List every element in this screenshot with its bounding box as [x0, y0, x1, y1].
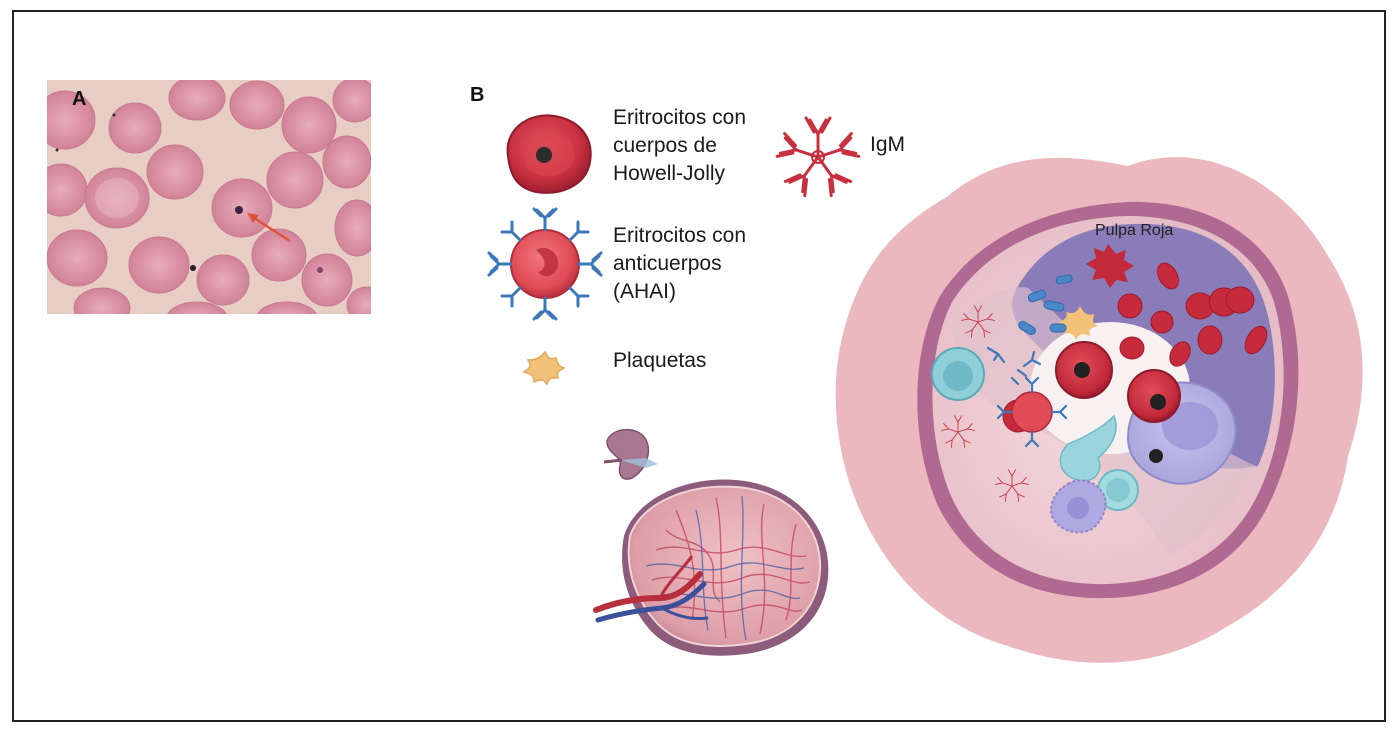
platelet-icon [522, 350, 566, 386]
platelet-label: Plaquetas [613, 349, 707, 372]
blood-smear-image [47, 80, 371, 314]
antibody-rbc-label: Eritrocitos con anticuerpos (AHAI) [613, 224, 747, 303]
spleen-small-icon [603, 428, 658, 480]
panel-a-label: A [72, 88, 87, 110]
spleen-cross-section [593, 479, 829, 656]
pulpa-roja-label: Pulpa Roja [1095, 222, 1174, 239]
igm-label: IgM [870, 133, 906, 156]
antibody-rbc-icon [487, 207, 603, 321]
howell-jolly-label: Eritrocitos con cuerpos de Howell-Jolly [613, 106, 747, 185]
igm-icon [775, 116, 861, 198]
panel-b-label: B [470, 84, 485, 106]
arrow-icon [250, 214, 291, 243]
howell-jolly-body [235, 206, 243, 214]
howell-jolly-rbc-icon [506, 114, 592, 194]
spleen-detail-diagram [835, 157, 1363, 663]
